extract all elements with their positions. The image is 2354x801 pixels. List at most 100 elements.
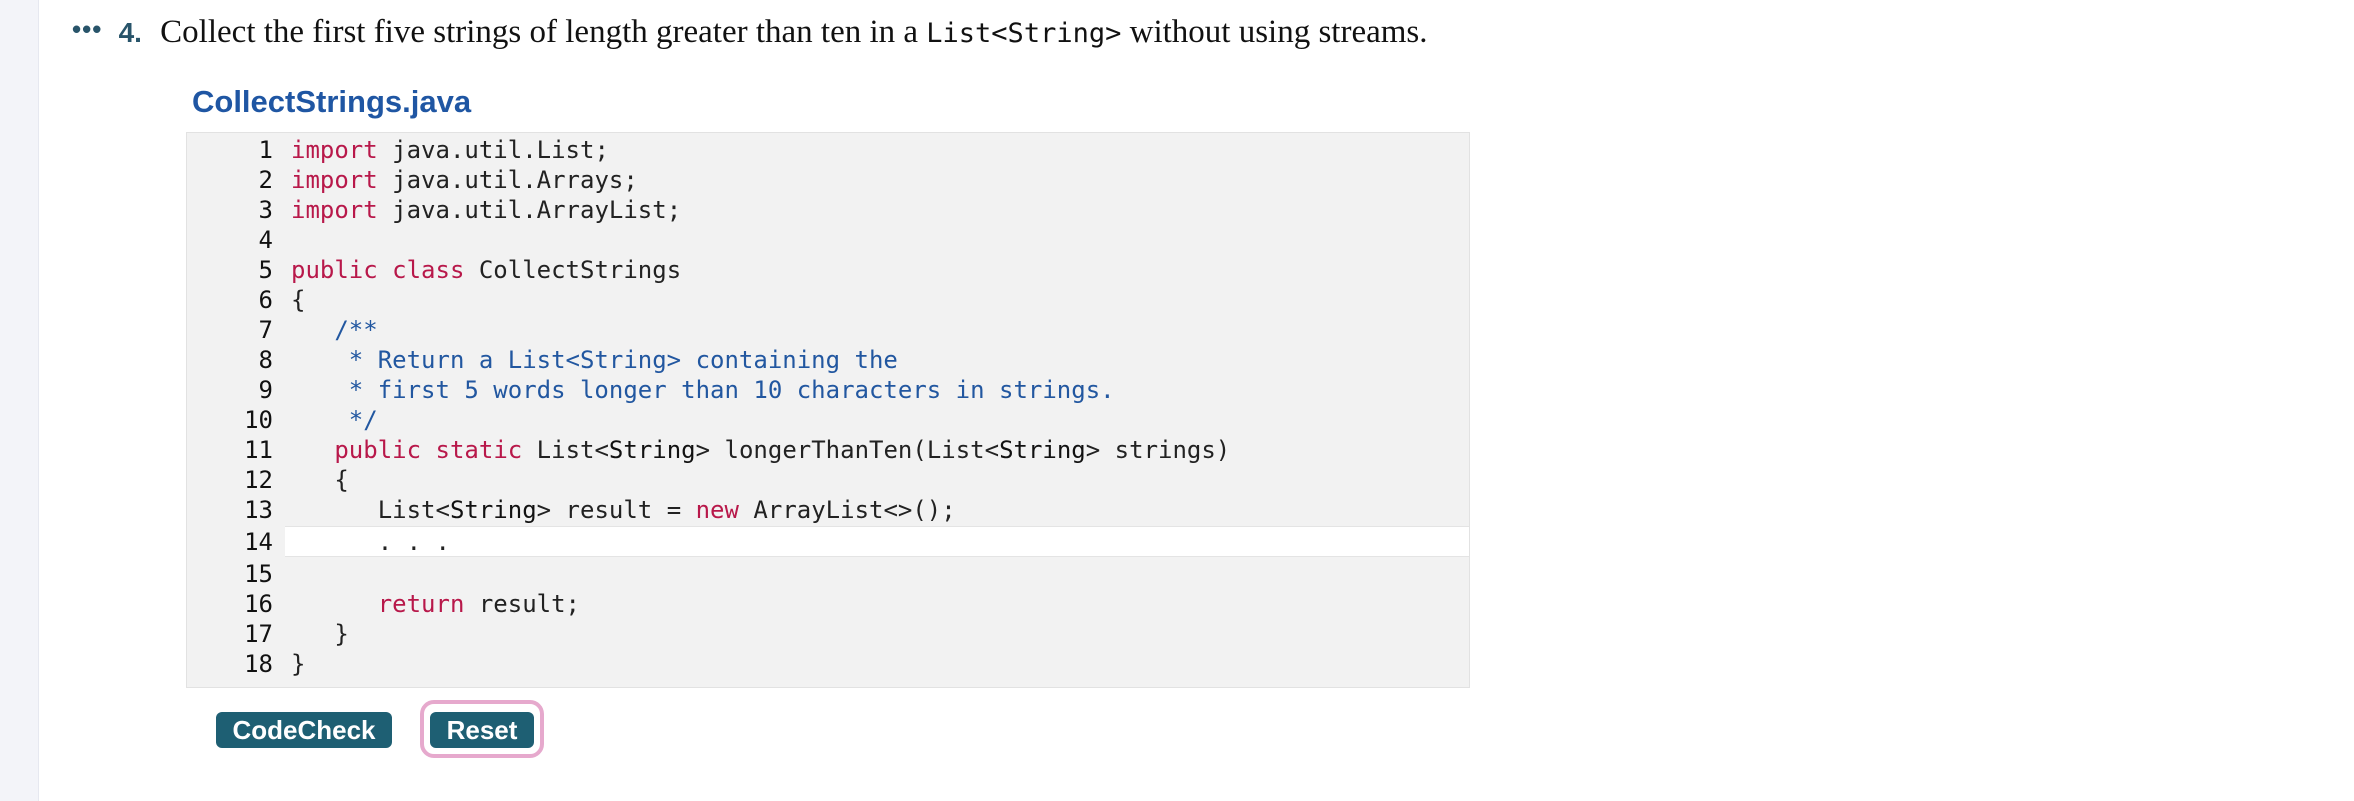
code-token: > result = [536, 496, 696, 524]
code-line: 18} [187, 649, 1469, 679]
code-line: 6{ [187, 285, 1469, 315]
reset-button[interactable]: Reset [430, 712, 534, 748]
code-text: public static List<String> longerThanTen… [285, 435, 1469, 465]
line-number: 16 [244, 590, 273, 618]
code-line: 4 [187, 225, 1469, 255]
code-line: 16 return result; [187, 589, 1469, 619]
code-text: return result; [285, 589, 1469, 619]
line-number: 13 [244, 496, 273, 524]
code-comment: /** [334, 316, 378, 344]
code-text: import java.util.List; [285, 135, 1469, 165]
line-number: 1 [258, 136, 273, 164]
code-comment: * first 5 words longer than 10 character… [291, 376, 1115, 404]
line-number: 14 [244, 528, 273, 556]
code-token: { [291, 466, 349, 494]
code-keyword: return [377, 590, 465, 618]
code-keyword: new [695, 496, 739, 524]
code-token: List< [522, 436, 609, 464]
code-token: } [291, 620, 349, 648]
code-text: } [285, 619, 1469, 649]
code-comment: */ [291, 406, 378, 434]
line-number: 6 [258, 286, 273, 314]
code-keyword: class [392, 256, 465, 284]
code-keyword: import [291, 166, 378, 194]
code-comment: * Return a List<String> containing the [291, 346, 898, 374]
code-token: String [999, 436, 1086, 464]
code-token: List< [291, 496, 450, 524]
codecheck-button[interactable]: CodeCheck [216, 712, 392, 748]
code-token: { [291, 286, 306, 314]
code-line: 2 import java.util.Arrays; [187, 165, 1469, 195]
code-line: 5 public class CollectStrings [187, 255, 1469, 285]
left-gutter [0, 0, 39, 801]
code-token: > strings) [1085, 436, 1231, 464]
code-line: 9 * first 5 words longer than 10 charact… [187, 375, 1469, 405]
code-token: ArrayList<>(); [738, 496, 956, 524]
line-number: 5 [258, 256, 273, 284]
line-number: 17 [244, 620, 273, 648]
code-line: 3 import java.util.ArrayList; [187, 195, 1469, 225]
code-token: String [449, 496, 537, 524]
code-text: import java.util.ArrayList; [285, 195, 1469, 225]
code-token: java.util.ArrayList; [377, 196, 682, 224]
code-token: CollectStrings [464, 256, 682, 284]
code-token [291, 436, 334, 464]
code-keyword: public [334, 436, 422, 464]
file-name-title: CollectStrings.java [192, 84, 472, 119]
line-number: 11 [244, 436, 273, 464]
code-text: * Return a List<String> containing the [285, 345, 1469, 375]
question-text-before: Collect the first five strings of length… [160, 14, 927, 50]
question-number: 4. [118, 17, 142, 48]
line-number: 4 [258, 226, 273, 254]
code-token [378, 256, 392, 284]
code-text: public class CollectStrings [285, 255, 1469, 285]
question-prompt: ••• 4. Collect the first five strings of… [72, 14, 1428, 51]
code-token: String [608, 436, 696, 464]
code-token: result; [464, 590, 580, 618]
code-token: java.util.List; [377, 136, 609, 164]
code-text [285, 225, 1469, 255]
line-number: 15 [244, 560, 273, 588]
code-keyword: import [291, 196, 378, 224]
line-number: 12 [244, 466, 273, 494]
code-text: { [285, 285, 1469, 315]
code-token [291, 590, 378, 618]
line-number: 10 [244, 406, 273, 434]
code-text [285, 559, 1469, 589]
code-editor: 1 import java.util.List; 2 import java.util… [186, 132, 1470, 688]
editable-code-line[interactable]: 14 . . . [187, 526, 1469, 557]
line-number: 9 [258, 376, 273, 404]
code-text: * first 5 words longer than 10 character… [285, 375, 1469, 405]
code-text: */ [285, 405, 1469, 435]
code-keyword: import [291, 136, 378, 164]
question-inline-code: List<String> [926, 18, 1122, 49]
line-number: 2 [258, 166, 273, 194]
code-token: } [291, 650, 306, 678]
code-token: java.util.Arrays; [377, 166, 638, 194]
code-text: { [285, 465, 1469, 495]
code-input[interactable]: . . . [285, 526, 1469, 557]
code-line: 17 } [187, 619, 1469, 649]
code-line: 10 */ [187, 405, 1469, 435]
line-number: 18 [244, 650, 273, 678]
more-dots-icon[interactable]: ••• [72, 14, 103, 44]
code-token: . . . [291, 528, 450, 556]
code-line: 13 List<String> result = new ArrayList<>… [187, 495, 1469, 525]
code-text: import java.util.Arrays; [285, 165, 1469, 195]
code-line: 1 import java.util.List; [187, 135, 1469, 165]
code-line: 12 { [187, 465, 1469, 495]
code-line: 15 [187, 559, 1469, 589]
line-number: 7 [258, 316, 273, 344]
code-text: } [285, 649, 1469, 679]
question-text-after: without using streams. [1121, 14, 1428, 50]
code-token [421, 436, 435, 464]
line-number: 8 [258, 346, 273, 374]
code-token [291, 316, 334, 344]
code-line: 8 * Return a List<String> containing the [187, 345, 1469, 375]
code-text: /** [285, 315, 1469, 345]
line-number: 3 [258, 196, 273, 224]
reset-focus-ring [420, 700, 544, 758]
code-line: 7 /** [187, 315, 1469, 345]
code-keyword: static [435, 436, 523, 464]
code-line: 11 public static List<String> longerThan… [187, 435, 1469, 465]
